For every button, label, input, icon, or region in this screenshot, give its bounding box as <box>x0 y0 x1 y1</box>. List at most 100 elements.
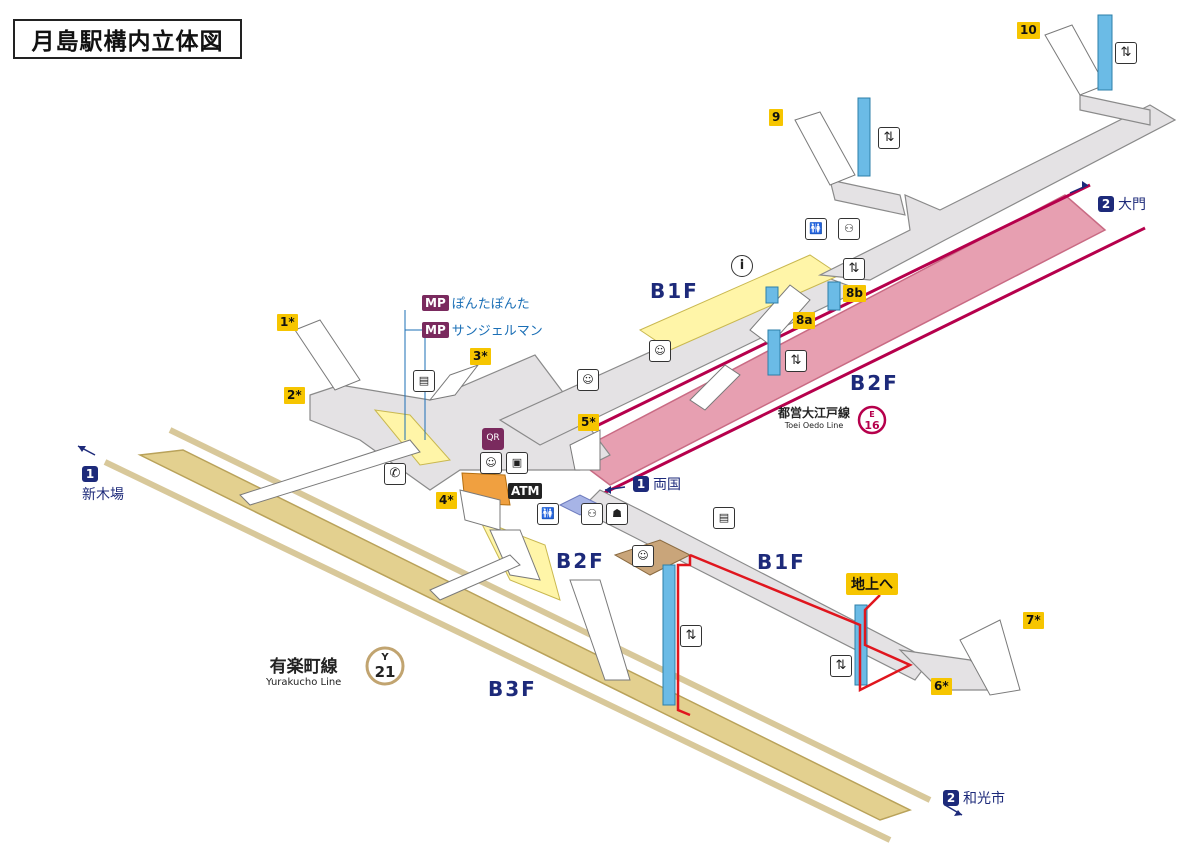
elevator-8b <box>827 281 841 311</box>
toilet-icon-top: 🚻 <box>805 218 827 240</box>
stairs-b3f-3 <box>429 554 521 601</box>
yurakucho-track-lower <box>103 459 892 843</box>
shop-pontapanta-name: ぽんたぽんた <box>451 297 530 312</box>
elevator-8a <box>767 329 781 376</box>
yurakucho-line-name: 有楽町線 <box>269 657 338 677</box>
arrowhead-daimon <box>1082 181 1088 189</box>
accessible-route-b3f <box>676 555 692 717</box>
exit-badge-9: 9 <box>769 109 784 126</box>
elevator-icon-ground: ⇅ <box>830 655 852 677</box>
oedo-line-roman: Toei Oedo Line <box>784 421 844 430</box>
direction-shinkiba: 1 新木場 <box>82 466 124 504</box>
direction-wakoshi-num: 2 <box>943 790 959 806</box>
yurakucho-platform <box>137 449 912 821</box>
nursing-room-icon: ☗ <box>606 503 628 525</box>
exit-badge-8a: 8a <box>793 312 816 329</box>
elevator-exit-10 <box>1097 14 1113 91</box>
exit-badge-4: 4* <box>436 492 457 509</box>
exit-badge-5: 5* <box>578 414 599 431</box>
direction-ryogoku-num: 1 <box>633 476 649 492</box>
direction-wakoshi: 2 和光市 <box>943 788 1005 808</box>
stairs-exit-1 <box>294 319 361 391</box>
level-b2f-right: B2F <box>850 371 899 395</box>
elevator-icon-8a: ⇅ <box>785 350 807 372</box>
locker-icon: ▤ <box>413 370 435 392</box>
level-b1f-right: B1F <box>757 550 806 574</box>
direction-daimon: 2 大門 <box>1098 194 1146 214</box>
yurakucho-track-upper <box>168 427 932 803</box>
yurakucho-roundel <box>365 646 405 686</box>
direction-shinkiba-num: 1 <box>82 466 98 482</box>
direction-ryogoku: 1 両国 <box>633 474 681 494</box>
elevator-icon-9: ⇅ <box>878 127 900 149</box>
toilet-icon-mid: 🚻 <box>537 503 559 525</box>
oedo-code: E <box>869 410 875 419</box>
elevator-icon-10: ⇅ <box>1115 42 1137 64</box>
exit-badge-1: 1* <box>277 314 298 331</box>
oedo-track-lower <box>599 226 1146 497</box>
oedo-roundel <box>857 405 887 435</box>
direction-daimon-label: 大門 <box>1118 197 1146 213</box>
yurakucho-line-label: 有楽町線 Yurakucho Line <box>266 652 341 688</box>
direction-ryogoku-label: 両国 <box>653 477 681 493</box>
exit-badge-7: 7* <box>1023 612 1044 629</box>
stairs-exit-7 <box>959 619 1021 696</box>
elevator-b3f <box>662 564 676 706</box>
page-title: 月島駅構内立体図 <box>13 19 242 59</box>
ticket-office-icon-upper: ☺ <box>649 340 671 362</box>
exit-badge-8b: 8b <box>843 285 866 302</box>
arrowhead-shinkiba <box>78 446 86 452</box>
qr-icon: QR <box>482 428 504 450</box>
elevator-exit-9 <box>857 97 871 177</box>
info-icon: i <box>731 255 753 277</box>
shop-saint-germain-tag: MP <box>422 321 449 338</box>
stairs-b3f-2 <box>569 579 631 681</box>
accessible-route-ground <box>689 553 913 693</box>
stairs-exit-10 <box>1044 24 1106 96</box>
stairs-escalator-left <box>239 439 421 506</box>
shop-saint-germain-name: サンジェルマン <box>451 324 543 339</box>
direction-wakoshi-label: 和光市 <box>963 791 1005 807</box>
elevator-8a-top <box>765 286 779 304</box>
stairs-exit-3 <box>428 363 480 401</box>
phone-icon: ✆ <box>384 463 406 485</box>
stairs-exit-5 <box>569 429 601 471</box>
oedo-line-name: 都営大江戸線 <box>778 406 851 420</box>
locker-icon-lower: ▤ <box>713 507 735 529</box>
exit-badge-2: 2* <box>284 387 305 404</box>
yurakucho-code: Y <box>381 652 389 663</box>
exit-badge-10: 10 <box>1017 22 1040 39</box>
yurakucho-roundel-text: Y 21 <box>367 651 403 681</box>
arrowhead-ryogoku <box>605 486 611 494</box>
oedo-line-label: 都営大江戸線 Toei Oedo Line <box>778 404 850 430</box>
shop-pontapanta: MP ぽんたぽんた <box>422 293 530 312</box>
direction-shinkiba-label: 新木場 <box>82 487 124 503</box>
fare-adjustment-icon: ▣ <box>506 452 528 474</box>
shop-pontapanta-tag: MP <box>422 294 449 311</box>
ticket-office-icon: ☺ <box>577 369 599 391</box>
direction-daimon-num: 2 <box>1098 196 1114 212</box>
level-b1f-top: B1F <box>650 279 699 303</box>
stairs-b2f-1 <box>689 364 741 411</box>
level-b2f-mid: B2F <box>556 549 605 573</box>
elevator-icon-8b: ⇅ <box>843 258 865 280</box>
oedo-roundel-text: E 16 <box>859 409 885 431</box>
station-office-icon: ☺ <box>480 452 502 474</box>
elevator-icon-b3f: ⇅ <box>680 625 702 647</box>
oedo-number: 16 <box>864 419 880 432</box>
exit-badge-6: 6* <box>931 678 952 695</box>
atm-badge: ATM <box>508 483 543 499</box>
baby-room-icon: ⚇ <box>838 218 860 240</box>
shop-saint-germain: MP サンジェルマン <box>422 320 543 339</box>
arrowhead-wakoshi <box>954 810 962 816</box>
stairs-exit-9 <box>794 111 856 186</box>
yurakucho-number: 21 <box>374 663 396 681</box>
yurakucho-line-roman: Yurakucho Line <box>266 677 342 688</box>
level-b3f: B3F <box>488 677 537 701</box>
exit-badge-3: 3* <box>470 348 491 365</box>
ticket-office-icon-b2f: ☺ <box>632 545 654 567</box>
corridor-exit-9-10 <box>817 104 1177 281</box>
exit-9-landing <box>829 179 906 216</box>
baby-room-icon-mid: ⚇ <box>581 503 603 525</box>
